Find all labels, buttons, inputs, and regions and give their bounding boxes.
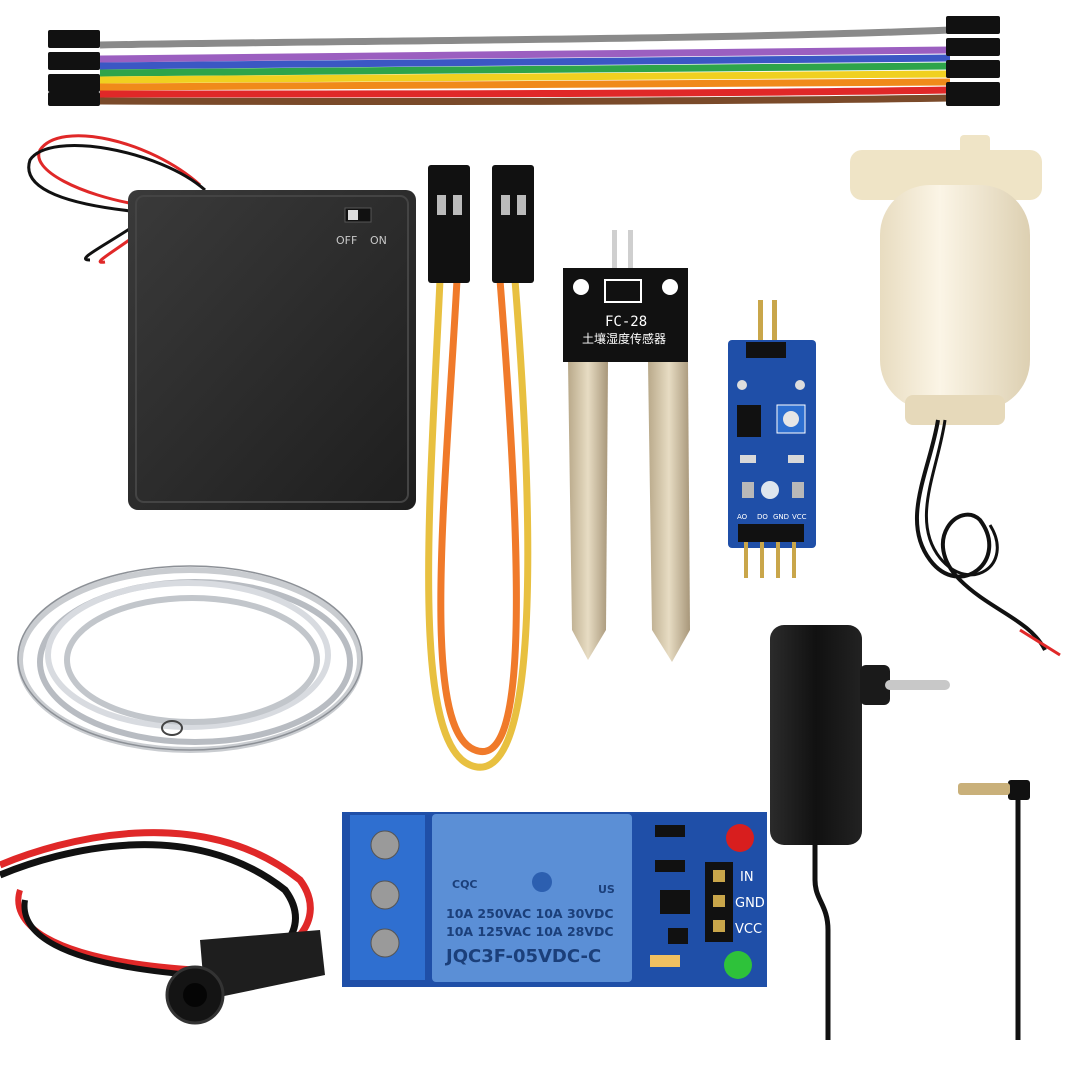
pin-vcc-label: VCC bbox=[792, 513, 807, 521]
silicone-tube bbox=[17, 565, 363, 753]
relay-ul-label: US bbox=[598, 883, 615, 896]
switch-off-label: OFF bbox=[336, 234, 357, 247]
pin-ao-label: AO bbox=[737, 513, 748, 521]
relay-cqc-label: CQC bbox=[452, 878, 478, 891]
right-connectors bbox=[946, 16, 1000, 106]
relay-pin-gnd: GND bbox=[735, 896, 765, 911]
jumper-wire-loop bbox=[425, 165, 534, 771]
pin-gnd-label: GND bbox=[773, 513, 789, 521]
sensor-module: AO DO GND VCC bbox=[728, 300, 816, 578]
relay-rating-line2: 10A 125VAC 10A 28VDC bbox=[446, 924, 614, 939]
dc-barrel-jack-cable bbox=[0, 829, 325, 1025]
relay-pin-vcc: VCC bbox=[735, 922, 762, 937]
relay-pin-in: IN bbox=[740, 870, 754, 885]
switch-on-label: ON bbox=[370, 234, 387, 247]
left-connectors bbox=[48, 30, 100, 106]
relay-model-label: JQC3F-05VDC-C bbox=[444, 946, 601, 967]
relay-module: CQC US 10A 250VAC 10A 30VDC 10A 125VAC 1… bbox=[342, 812, 767, 987]
probe-model-label: FC-28 bbox=[605, 314, 647, 330]
battery-box: OFF ON bbox=[27, 134, 416, 510]
soil-moisture-probe: FC-28 土壤湿度传感器 bbox=[563, 230, 690, 662]
ribbon-jumper-cable bbox=[48, 16, 1000, 106]
wall-adapter bbox=[770, 625, 1030, 1040]
relay-rating-line1: 10A 250VAC 10A 30VDC bbox=[446, 906, 614, 921]
pin-do-label: DO bbox=[757, 513, 768, 521]
probe-chinese-label: 土壤湿度传感器 bbox=[582, 331, 666, 346]
water-pump bbox=[850, 135, 1061, 657]
